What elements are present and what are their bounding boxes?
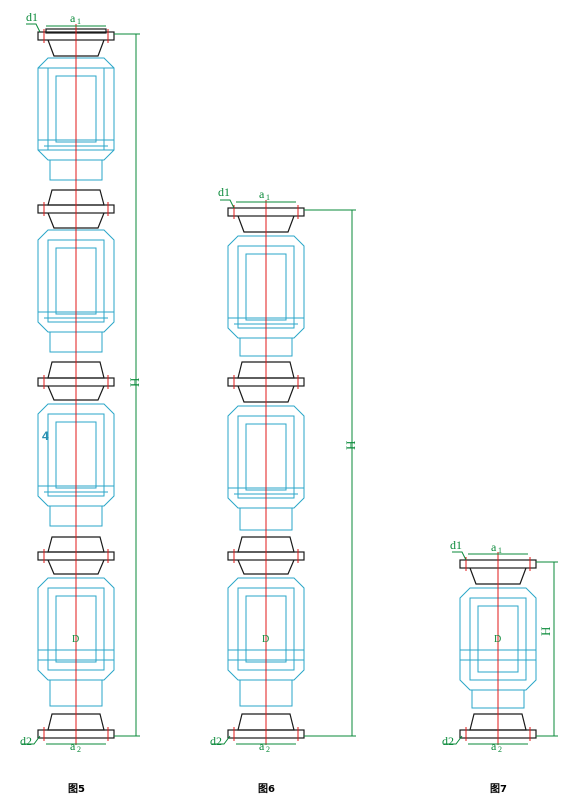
fig6-label-a2-main: a bbox=[259, 739, 265, 753]
figure-5-caption: 图5 bbox=[68, 784, 85, 795]
fig6-stack bbox=[227, 200, 305, 745]
fig5-label-a1-sub: 1 bbox=[77, 17, 81, 26]
fig7-label-d2: d2 bbox=[442, 734, 454, 748]
fig6-flange-bolts bbox=[233, 205, 299, 741]
fig5-label-d1: d1 bbox=[26, 10, 38, 24]
fig6-label-a2-sub: 2 bbox=[266, 745, 270, 754]
fig7-label-a1-main: a bbox=[491, 540, 497, 554]
figure-7-caption: 图7 bbox=[490, 784, 507, 795]
fig5-label-a2: a 2 bbox=[70, 739, 81, 754]
fig7-label-H: H bbox=[538, 627, 553, 636]
figure-6-caption: 图6 bbox=[258, 784, 275, 795]
fig5-dimensions bbox=[22, 23, 140, 745]
fig5-flange-bolts bbox=[43, 29, 109, 741]
fig5-label-part: 4 bbox=[42, 429, 49, 443]
fig6-label-d1: d1 bbox=[218, 185, 230, 199]
fig7-label-a2: a 2 bbox=[491, 739, 502, 754]
fig7-label-a1: a 1 bbox=[491, 540, 502, 555]
fig5-label-D: D bbox=[72, 634, 79, 645]
fig6-label-a1-main: a bbox=[259, 187, 265, 201]
fig5-stack bbox=[37, 24, 115, 745]
fig7-stack bbox=[459, 552, 537, 745]
figure-6: d1 a 1 H D d2 a 2 bbox=[210, 185, 358, 754]
fig6-dimensions bbox=[212, 199, 356, 745]
fig5-label-a2-main: a bbox=[70, 739, 76, 753]
fig5-label-a1-main: a bbox=[70, 11, 76, 25]
fig6-label-a2: a 2 bbox=[259, 739, 270, 754]
fig5-label-a2-sub: 2 bbox=[77, 745, 81, 754]
fig6-label-d2: d2 bbox=[210, 734, 222, 748]
fig6-label-H: H bbox=[343, 441, 358, 450]
fig5-label-a1: a 1 bbox=[70, 11, 81, 26]
figure-5: d1 a 1 H 4 D d2 a 2 bbox=[20, 10, 142, 754]
fig7-label-a1-sub: 1 bbox=[498, 546, 502, 555]
fig6-label-a1: a 1 bbox=[259, 187, 270, 202]
fig7-label-D: D bbox=[494, 634, 501, 645]
fig7-label-a2-sub: 2 bbox=[498, 745, 502, 754]
figure-7: d1 a 1 H D d2 a 2 bbox=[442, 538, 558, 754]
fig7-label-d1: d1 bbox=[450, 538, 462, 552]
fig7-label-a2-main: a bbox=[491, 739, 497, 753]
fig6-label-D: D bbox=[262, 634, 269, 645]
fig7-dimensions bbox=[444, 551, 558, 745]
fig5-label-H: H bbox=[127, 378, 142, 387]
fig5-label-d2: d2 bbox=[20, 734, 32, 748]
fig6-label-a1-sub: 1 bbox=[266, 193, 270, 202]
